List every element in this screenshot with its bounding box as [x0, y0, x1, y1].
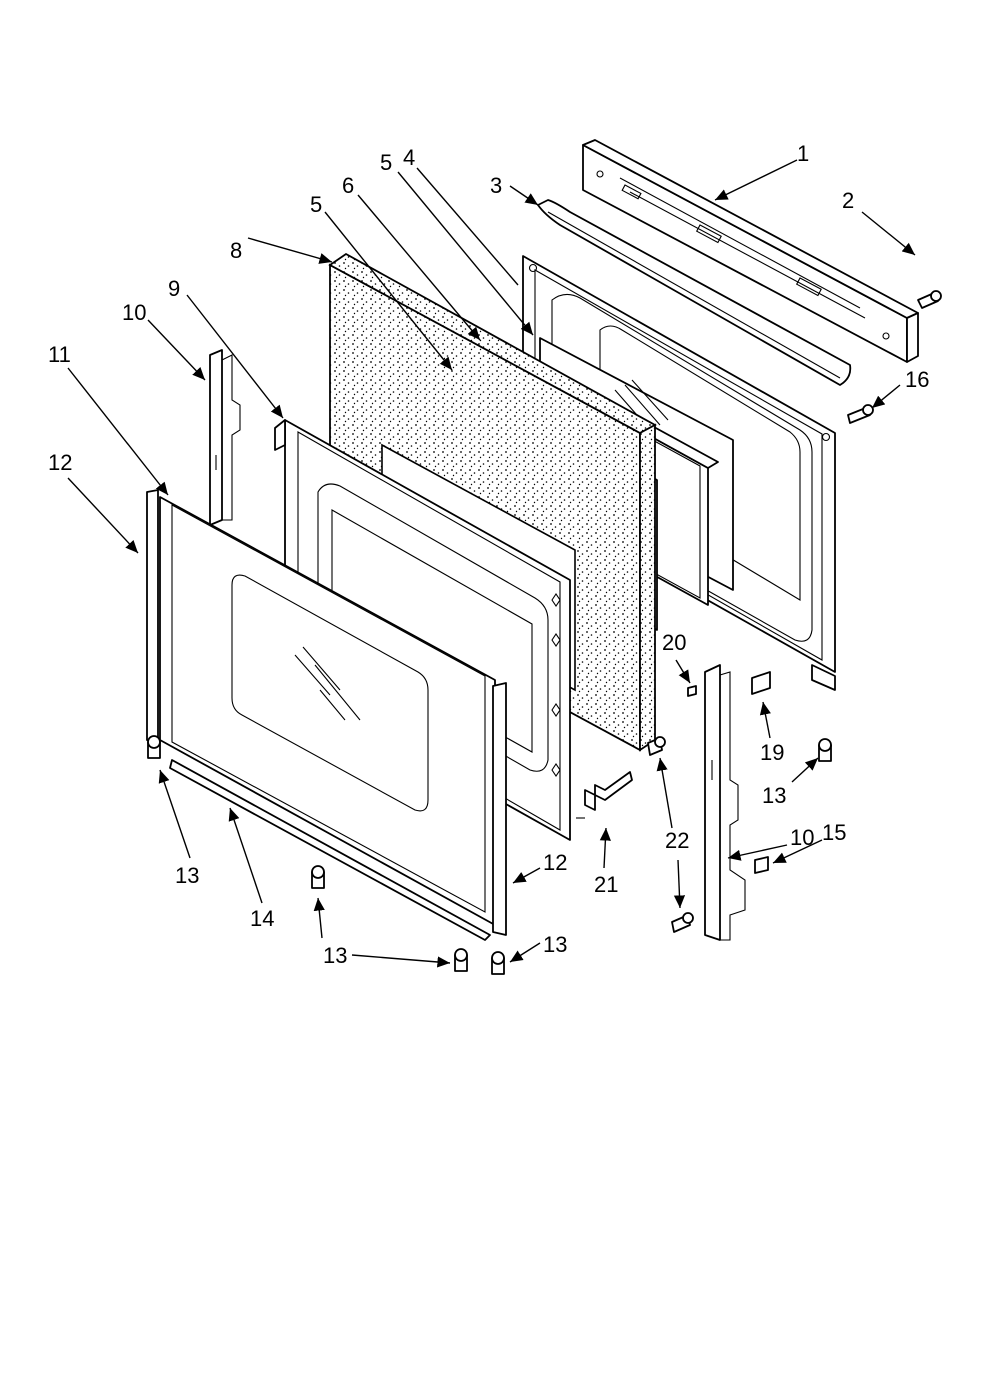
callout-13-left: 13 — [175, 863, 199, 888]
part-20-pin — [687, 685, 697, 697]
callout-21: 21 — [594, 872, 618, 897]
callout-22: 22 — [665, 828, 689, 853]
callout-5-upper: 5 — [380, 150, 392, 175]
callout-16: 16 — [905, 367, 929, 392]
part-3-vent-baffle — [537, 199, 852, 386]
part-10-hinge-channel-right — [704, 664, 746, 941]
part-14-bottom-trim — [169, 759, 491, 941]
part-19-clip — [751, 671, 771, 695]
part-13-screw-right-bottom — [491, 951, 505, 975]
part-12-side-trim-left — [146, 489, 159, 746]
part-15-bumper — [754, 856, 769, 874]
part-13-screw-center — [311, 865, 325, 889]
callout-8: 8 — [230, 238, 242, 263]
part-1-door-trim — [582, 139, 919, 363]
callout-15: 15 — [822, 820, 846, 845]
part-22-screw-bottom — [671, 912, 694, 933]
part-21-bracket — [584, 771, 633, 811]
callout-labels: 1 2 3 4 5 6 5 8 9 10 11 12 16 20 19 13 1… — [48, 141, 929, 968]
callout-19: 19 — [760, 740, 784, 765]
part-12-side-trim-right — [492, 682, 507, 936]
part-13-screw-bottom — [454, 948, 468, 972]
callout-14: 14 — [250, 906, 274, 931]
leader-lines — [67, 159, 916, 968]
part-22-screw-top — [647, 736, 666, 756]
callout-3: 3 — [490, 173, 502, 198]
callout-13-bottom-right: 13 — [543, 932, 567, 957]
callout-4: 4 — [403, 145, 415, 170]
part-2-screw — [917, 290, 942, 309]
callout-11: 11 — [48, 342, 71, 367]
callout-10-left: 10 — [122, 300, 146, 325]
callout-13-bottom: 13 — [323, 943, 347, 968]
callout-12-left: 12 — [48, 450, 72, 475]
callout-13-right: 13 — [762, 783, 786, 808]
callout-9: 9 — [168, 276, 180, 301]
callout-2: 2 — [842, 188, 854, 213]
callout-1: 1 — [797, 141, 809, 166]
part-16-screw — [847, 404, 874, 424]
part-13-screw-right — [818, 738, 832, 762]
part-13-screw-left — [147, 735, 161, 759]
callout-12-right: 12 — [543, 850, 567, 875]
callout-5-lower: 5 — [310, 192, 322, 217]
callout-20: 20 — [662, 630, 686, 655]
callout-6: 6 — [342, 173, 354, 198]
callout-10-right: 10 — [790, 825, 814, 850]
part-10-hinge-channel-left — [209, 349, 241, 526]
